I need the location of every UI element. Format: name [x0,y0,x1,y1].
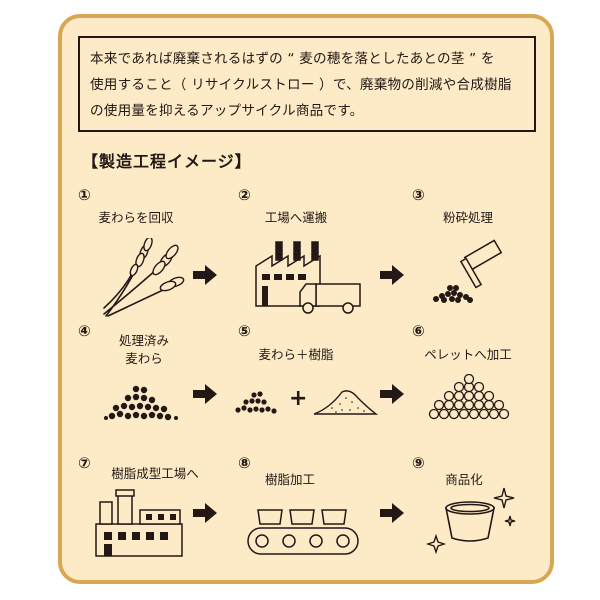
step-5-number: ⑤ [238,322,251,340]
step-7-number: ⑦ [78,454,91,472]
step-3-label: 粉砕処理 [442,210,493,225]
processed-straw-pile-icon [104,385,178,421]
step-9-number: ⑨ [412,454,425,472]
intro-line-2: 使用すること（ リサイクルストロー ）で、廃棄物の削減や合成樹脂 [90,77,512,93]
factory-truck-icon [255,241,361,314]
step-4-label-line-2: 麦わら [125,351,163,366]
step-8-label: 樹脂加工 [264,472,315,487]
hammer-crushing-icon [433,239,503,303]
intro-line-1: 本来であれば廃棄されるはずの “ 麦の穂を落としたあとの茎 ” を [90,51,495,67]
step-6-number: ⑥ [412,322,425,340]
wheat-icon [103,238,185,317]
step-4-number: ④ [78,322,91,340]
step-8-number: ⑧ [238,454,251,472]
arrow-right-icon [193,503,217,523]
resin-powder-icon [313,390,378,415]
step-2-number: ② [238,186,251,204]
arrow-right-icon [380,384,404,404]
arrow-right-icon [380,265,404,285]
step-4-label-line-1: 処理済み [118,333,169,348]
step-9-label: 商品化 [445,472,483,487]
straw-pile-small-icon [235,391,277,414]
arrow-right-icon [193,384,217,404]
step-7-label: 樹脂成型工場へ [111,466,199,481]
pellets-pile-icon [428,374,510,420]
plus-sign: + [289,386,308,411]
step-1-number: ① [78,186,91,204]
step-1-label: 麦わらを回収 [98,210,174,225]
step-6-label: ペレットへ加工 [424,347,512,362]
step-5-label: 麦わら＋樹脂 [258,347,334,362]
resin-factory-icon [95,489,183,557]
intro-text-box: 本来であれば廃棄されるはずの “ 麦の穂を落としたあとの茎 ” を 使用すること… [78,36,536,132]
step-2-label: 工場へ運搬 [264,210,328,225]
arrow-right-icon [193,265,217,285]
intro-line-3: の使用量を抑えるアップサイクル商品です。 [90,103,364,119]
step-3-number: ③ [412,186,425,204]
conveyor-belt-icon [247,509,359,555]
arrow-right-icon [380,503,404,523]
product-bowl-icon [425,487,516,555]
section-title: 【製造工程イメージ】 [82,152,252,171]
